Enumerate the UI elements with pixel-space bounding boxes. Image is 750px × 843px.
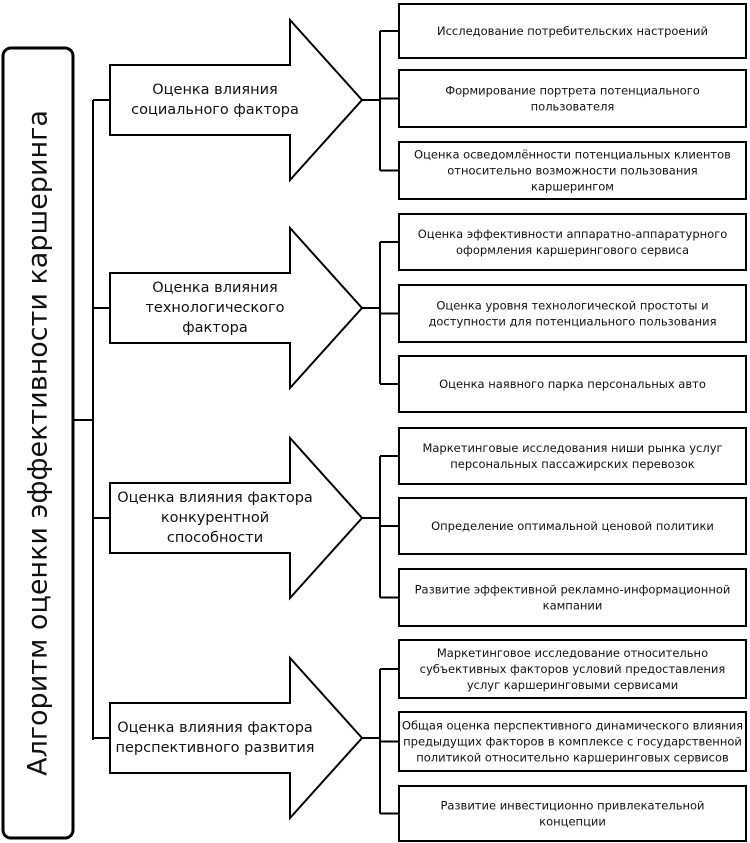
factor-label-line: перспективного развития	[116, 740, 315, 756]
factor-arrow	[109, 655, 364, 821]
item-label-line: Исследование потребительских настроений	[437, 24, 708, 38]
item-label: Общая оценка перспективного динамическог…	[402, 719, 743, 765]
item-label: Оценка уровня технологической простоты и…	[428, 299, 716, 329]
item-label: Развитие эффективной рекламно-информацио…	[415, 583, 731, 613]
item-label-line: кампании	[543, 599, 603, 613]
item-label: Исследование потребительских настроений	[437, 24, 708, 38]
factor-label-line: фактора	[182, 320, 247, 336]
item-label-line: предыдущих факторов в комплексе с госуда…	[403, 735, 742, 749]
factor-group: Оценка влияния фактора конкурентной способ…	[93, 427, 747, 627]
item-box	[398, 427, 747, 485]
item-label: Оценка осведомлённости потенциальных кли…	[414, 148, 731, 194]
item-label: Маркетинговые исследования ниши рынка ус…	[422, 441, 722, 471]
factor-label: Оценка влияния технологического фактора	[145, 280, 284, 336]
factor-label-line: Оценка влияния фактора	[117, 720, 313, 736]
item-label-line: политикой относительно каршеринговых сер…	[416, 751, 729, 765]
item-label-line: персональных пассажирских перевозок	[450, 457, 695, 471]
item-label-line: Оценка наявного парка персональных авто	[439, 377, 706, 391]
item-box	[398, 3, 747, 59]
factor-label: Оценка влияния социального фактора	[131, 82, 299, 118]
factor-label-line: Оценка влияния	[152, 82, 278, 98]
factor-group: Оценка влияния социального фактора Исследо…	[93, 3, 747, 200]
item-label: Формирование портрета потенциального поль…	[445, 84, 700, 114]
item-label-line: каршерингом	[531, 180, 614, 194]
item-label: Оценка эффективности аппаратно-аппаратур…	[418, 227, 728, 257]
item-label-line: Развитие инвестиционно привлекательной	[440, 799, 704, 813]
item-label: Определение оптимальной ценовой политики	[431, 519, 714, 533]
factor-label-line: технологического	[145, 300, 284, 316]
item-label-line: Оценка уровня технологической простоты и	[436, 299, 708, 313]
item-box	[398, 568, 747, 627]
item-label-line: пользователя	[531, 100, 615, 114]
item-label: Маркетинговое исследование относительно с…	[420, 646, 726, 692]
item-label-line: Маркетинговые исследования ниши рынка ус…	[422, 441, 722, 455]
factor-label: Оценка влияния фактора конкурентной способ…	[117, 490, 313, 546]
factor-label-line: Оценка влияния фактора	[117, 490, 313, 506]
factors-layer: Оценка влияния социального фактора Исследо…	[93, 3, 747, 842]
item-box	[398, 69, 747, 128]
item-label-line: доступности для потенциального пользован…	[428, 315, 716, 329]
item-box	[398, 355, 747, 413]
item-box	[398, 497, 747, 555]
item-box	[398, 711, 747, 772]
factor-label-line: конкурентной	[161, 510, 269, 526]
factor-group: Оценка влияния фактора перспективного раз…	[93, 639, 747, 842]
item-label-line: Общая оценка перспективного динамическог…	[402, 719, 743, 733]
item-label: Развитие инвестиционно привлекательной ко…	[440, 799, 704, 829]
item-label-line: относительно возможности пользования	[447, 164, 697, 178]
item-box	[398, 213, 747, 271]
factor-label-line: социального фактора	[131, 102, 299, 118]
factor-label-line: способности	[167, 530, 263, 546]
item-label-line: Развитие эффективной рекламно-информацио…	[415, 583, 731, 597]
item-label-line: Определение оптимальной ценовой политики	[431, 519, 714, 533]
title-box	[1, 46, 75, 840]
item-label-line: услуг каршеринговыми сервисами	[467, 678, 678, 692]
item-label-line: Формирование портрета потенциального	[445, 84, 700, 98]
factor-label-line: Оценка влияния	[152, 280, 278, 296]
item-label-line: субъективных факторов условий предоставл…	[420, 662, 726, 676]
item-label-line: концепции	[539, 815, 606, 829]
factor-label: Оценка влияния фактора перспективного раз…	[116, 720, 315, 756]
item-box	[398, 284, 747, 343]
item-box	[398, 639, 747, 699]
factor-arrow	[109, 225, 364, 391]
factor-arrow	[109, 435, 364, 601]
factor-arrow	[109, 17, 364, 183]
item-box	[398, 141, 747, 200]
item-box	[398, 785, 747, 842]
item-label-line: Оценка осведомлённости потенциальных кли…	[414, 148, 731, 162]
item-label: Оценка наявного парка персональных авто	[439, 377, 706, 391]
item-label-line: Оценка эффективности аппаратно-аппаратур…	[418, 227, 728, 241]
item-label-line: оформления каршерингового сервиса	[456, 243, 689, 257]
item-label-line: Маркетинговое исследование относительно	[437, 646, 708, 660]
diagram-title: Алгоритм оценки эффективности каршеринга	[23, 110, 54, 776]
